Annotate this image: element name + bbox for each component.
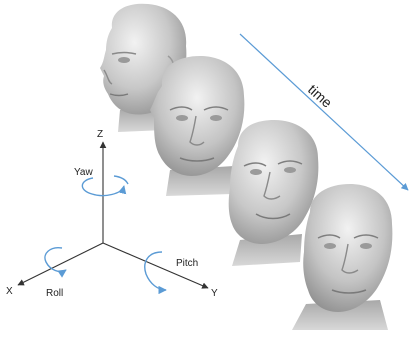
time-arrow <box>239 33 409 191</box>
time-label: time <box>305 81 336 111</box>
roll-label: Roll <box>46 288 63 299</box>
x-axis-label: X <box>6 286 13 297</box>
pitch-label: Pitch <box>176 258 198 269</box>
head-frame-4 <box>292 184 393 330</box>
y-axis <box>102 242 209 289</box>
coordinate-axes: Z X Y Yaw Roll Pitch <box>6 129 218 299</box>
y-axis-label: Y <box>211 288 218 299</box>
z-axis-label: Z <box>97 129 103 140</box>
x-axis <box>17 242 104 286</box>
yaw-arrow <box>81 177 127 197</box>
head-frame-3 <box>228 120 319 266</box>
yaw-label: Yaw <box>74 167 93 178</box>
head-frame-2 <box>150 56 245 196</box>
roll-arrow <box>44 247 67 278</box>
pitch-arrow <box>144 251 167 295</box>
yaw-arrow-tail <box>113 175 129 185</box>
